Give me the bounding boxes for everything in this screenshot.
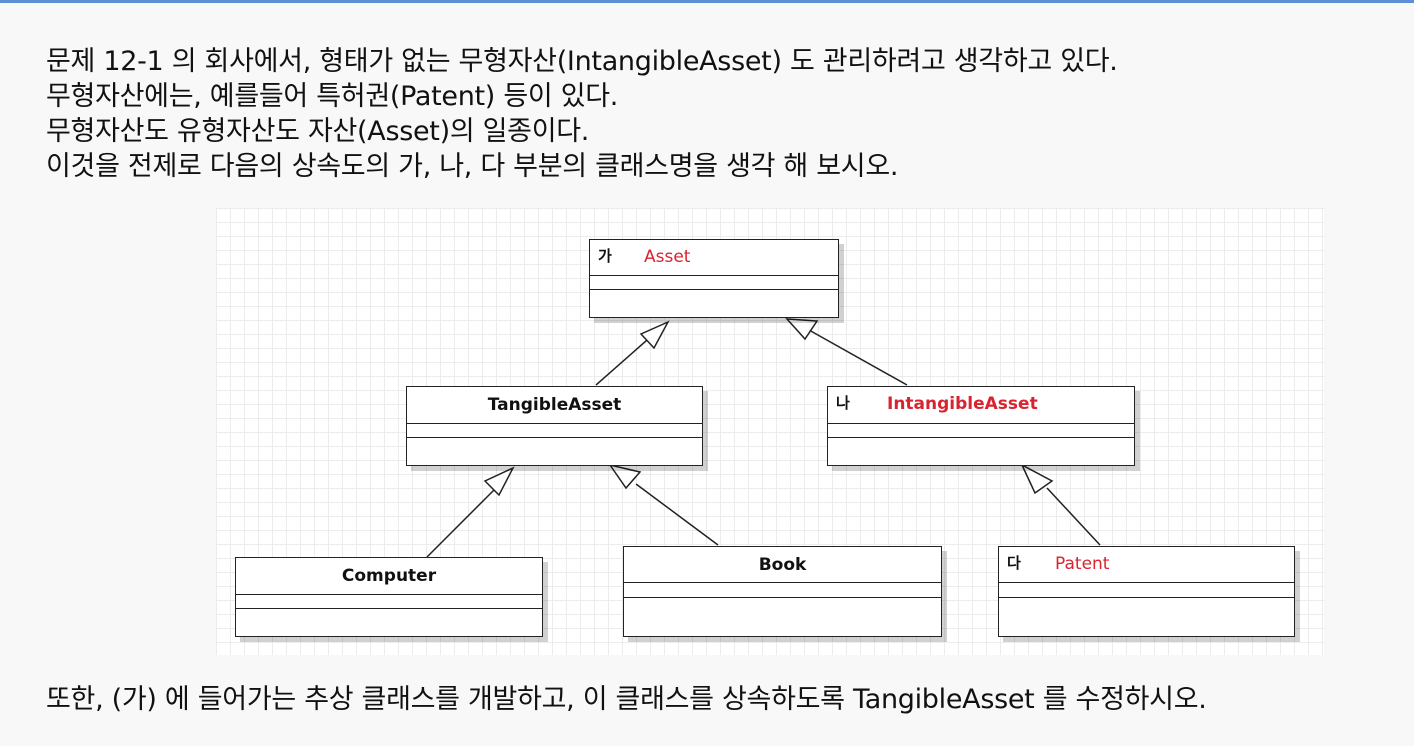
class-name-patent: Patent [1055, 554, 1110, 574]
tangible-to-asset-arrowhead [639, 320, 670, 350]
problem-line-2: 무형자산에는, 예를들어 특허권(Patent) 등이 있다. [46, 81, 619, 112]
book-to-tangible-line [635, 483, 719, 546]
patent-to-intangible-arrowhead [1020, 463, 1054, 495]
class-name-computer: Computer [341, 566, 437, 586]
book-to-tangible-arrowhead [608, 463, 642, 490]
class-box-tangible-asset: TangibleAsset [406, 386, 703, 466]
patent-to-intangible-line [1046, 487, 1101, 546]
problem-line-3: 무형자산도 유형자산도 자산(Asset)의 일종이다. [46, 116, 590, 147]
tangible-attributes-section [407, 424, 702, 438]
class-name-tangible-asset: TangibleAsset [487, 395, 622, 415]
problem-statement: 문제 12-1 의 회사에서, 형태가 없는 무형자산(IntangibleAs… [46, 44, 1386, 184]
inheritance-arrows [426, 318, 1101, 558]
intangible-to-asset-arrowhead [785, 318, 819, 341]
follow-up-instruction: 또한, (가) 에 들어가는 추상 클래스를 개발하고, 이 클래스를 상속하도… [46, 684, 1207, 715]
intangible-attributes-section [828, 424, 1134, 438]
top-accent-bar [0, 0, 1414, 3]
marker-na: 나 [836, 394, 850, 412]
patent-attributes-section [999, 583, 1294, 598]
class-name-asset: Asset [644, 247, 691, 267]
class-box-asset: 가 Asset [589, 239, 839, 318]
marker-da: 다 [1007, 554, 1021, 572]
class-name-book: Book [758, 555, 807, 575]
problem-line-4: 이것을 전제로 다음의 상속도의 가, 나, 다 부분의 클래스명을 생각 해 … [46, 151, 899, 182]
uml-inheritance-diagram: 가 Asset TangibleAsset 나 IntangibleAsset … [216, 208, 1324, 655]
problem-line-1: 문제 12-1 의 회사에서, 형태가 없는 무형자산(IntangibleAs… [46, 46, 1118, 77]
class-box-computer: Computer [235, 557, 543, 637]
class-box-patent: 다 Patent [998, 546, 1295, 637]
intangible-to-asset-line [808, 329, 908, 386]
book-attributes-section [624, 583, 941, 598]
class-name-intangible-asset: IntangibleAsset [887, 394, 1038, 414]
computer-attributes-section [236, 595, 542, 609]
class-box-book: Book [623, 546, 942, 637]
computer-to-tangible-arrowhead [483, 466, 515, 497]
class-box-intangible-asset: 나 IntangibleAsset [827, 386, 1135, 466]
marker-ga: 가 [598, 247, 612, 265]
computer-to-tangible-line [426, 486, 498, 558]
tangible-to-asset-line [595, 332, 656, 386]
asset-attributes-section [590, 276, 838, 290]
